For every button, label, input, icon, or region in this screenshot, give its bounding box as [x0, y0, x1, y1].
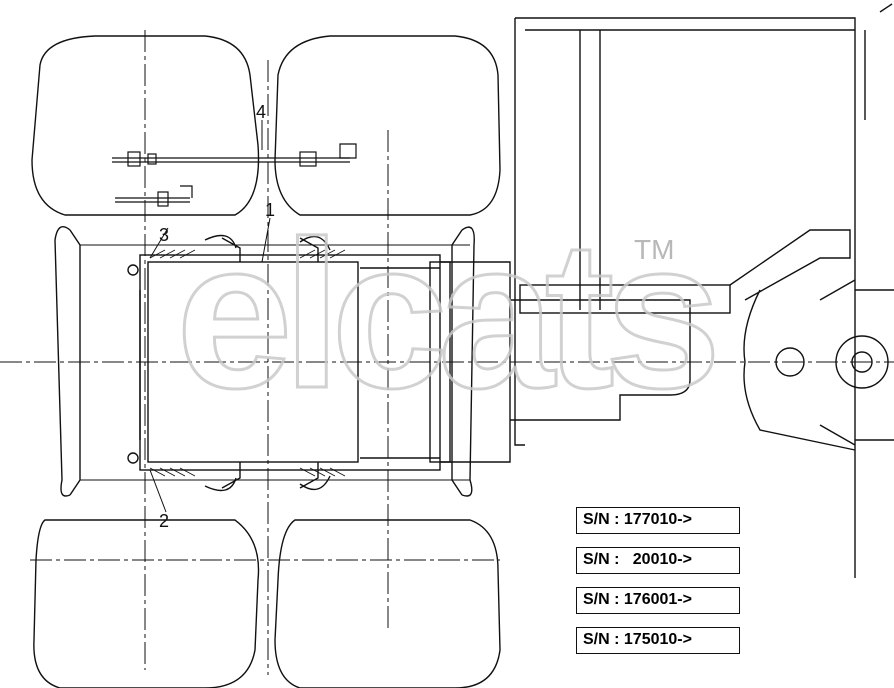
watermark-logo: elcats	[174, 197, 722, 432]
bearing-hatch	[149, 249, 346, 477]
callout-1: 1	[265, 200, 276, 220]
rim-left	[54, 226, 81, 497]
hub-body	[127, 234, 451, 492]
serial-number-175010: S/N : 175010->	[576, 627, 740, 654]
trademark-mark: TM	[634, 234, 675, 265]
serial-number-177010: S/N : 177010->	[576, 507, 740, 534]
serial-number-176001: S/N : 176001->	[576, 587, 740, 614]
axle-housing	[440, 3, 894, 578]
leader-lines	[149, 120, 271, 513]
centerlines	[0, 30, 894, 675]
sensor-cables	[112, 143, 357, 207]
callout-4: 4	[256, 102, 267, 122]
tire-upper-right	[274, 35, 501, 216]
serial-number-20010: S/N : 20010->	[576, 547, 740, 574]
callout-3: 3	[159, 225, 170, 245]
callout-2: 2	[159, 511, 170, 531]
rim-right	[451, 226, 475, 497]
tire-lower-left	[33, 519, 260, 688]
tire-upper-left	[31, 35, 260, 216]
